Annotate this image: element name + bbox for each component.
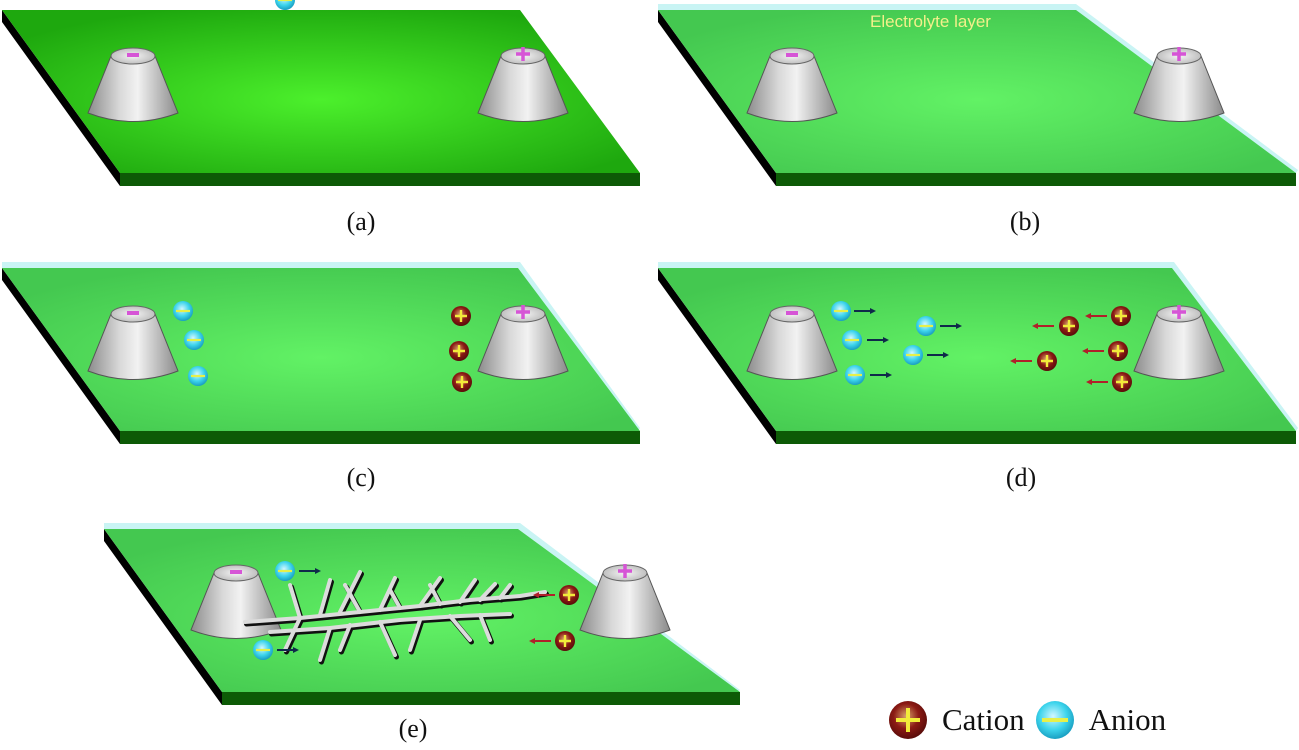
anion	[182, 328, 206, 352]
cation	[450, 370, 474, 394]
cation-icon	[889, 701, 927, 739]
legend-item-anion: Anion	[1035, 700, 1167, 740]
anion-label: Anion	[1088, 702, 1167, 737]
dendrite	[243, 570, 549, 665]
anion-icon	[1035, 701, 1074, 739]
anion	[186, 364, 210, 388]
caption-b: (b)	[1009, 207, 1041, 236]
panel-e	[104, 0, 740, 705]
caption-e: (e)	[398, 714, 428, 743]
substrate-side-left	[2, 10, 120, 186]
electrolyte-layer-label: Electrolyte layer	[870, 12, 991, 31]
cation	[447, 339, 471, 363]
caption-a: (a)	[346, 207, 376, 236]
legend: Cation Anion	[888, 700, 1176, 740]
caption-c: (c)	[346, 463, 376, 492]
substrate-top	[2, 10, 640, 173]
substrate-side-front	[120, 173, 640, 186]
caption-d: (d)	[1005, 463, 1037, 492]
panel-c	[2, 262, 640, 444]
positive-electrode	[477, 47, 569, 122]
anion	[171, 299, 195, 323]
panel-a	[2, 10, 640, 186]
cation-label: Cation	[942, 702, 1025, 737]
legend-item-cation: Cation	[888, 700, 1025, 740]
negative-electrode	[87, 47, 179, 122]
panel-d	[658, 262, 1298, 444]
panel-b: Electrolyte layer	[658, 4, 1298, 186]
cation	[449, 304, 473, 328]
